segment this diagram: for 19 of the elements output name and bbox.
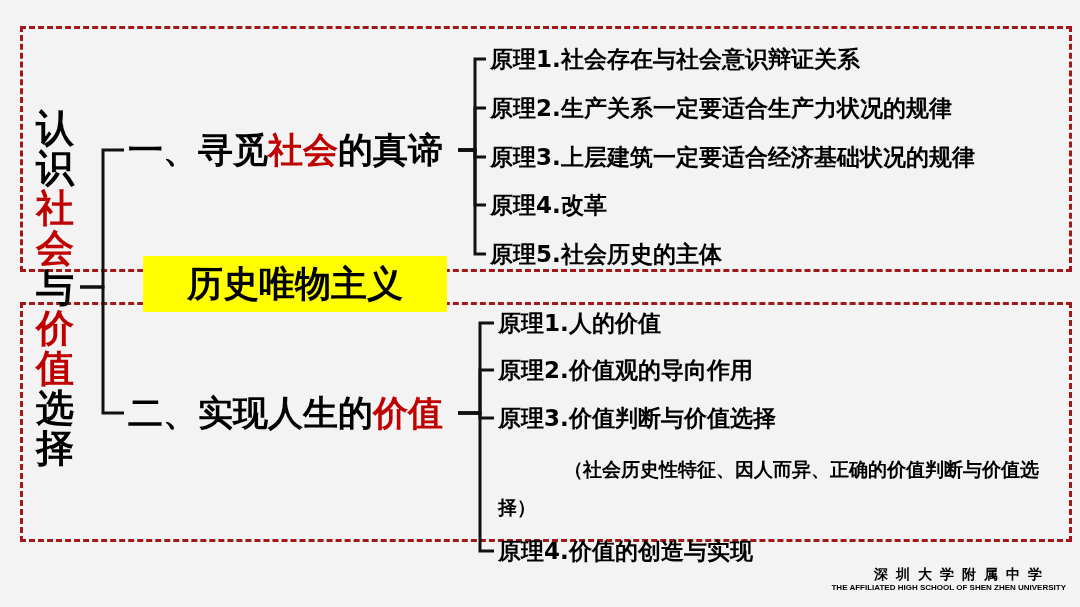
school-name: 深圳大学附属中学 xyxy=(874,566,1050,582)
note-text: （社会历史性特征、因人而异、正确的价值判断与价值选择） xyxy=(498,457,1040,520)
school-name-english: THE AFFILIATED HIGH SCHOOL OF SHEN ZHEN UNIVERSITY xyxy=(831,583,1066,593)
principle-text: 原理5.社会历史的主体 xyxy=(490,238,722,270)
highlight-box: 历史唯物主义 xyxy=(143,256,447,312)
principle-text: 原理1.社会存在与社会意识辩证关系 xyxy=(490,43,860,75)
principle-text: 原理4.价值的创造与实现 xyxy=(498,535,753,567)
bracket-connector xyxy=(80,285,124,415)
principle-text: 原理1.人的价值 xyxy=(498,307,661,339)
principle-text: 原理3.价值判断与价值选择 xyxy=(498,402,776,434)
principle-text: 原理3.上层建筑一定要适合经济基础状况的规律 xyxy=(490,141,975,173)
principle-text: 原理2.价值观的导向作用 xyxy=(498,354,753,386)
bracket-connector xyxy=(458,148,486,256)
principle-text: 原理4.改革 xyxy=(490,189,607,221)
bracket-connector xyxy=(458,411,494,553)
topic-text: 认识社会与价值选择 xyxy=(34,108,76,468)
branch-heading: 一、寻觅社会的真谛 xyxy=(128,129,443,171)
branch-heading: 二、实现人生的价值 xyxy=(128,392,443,434)
principle-text: 原理2.生产关系一定要适合生产力状况的规律 xyxy=(490,92,952,124)
